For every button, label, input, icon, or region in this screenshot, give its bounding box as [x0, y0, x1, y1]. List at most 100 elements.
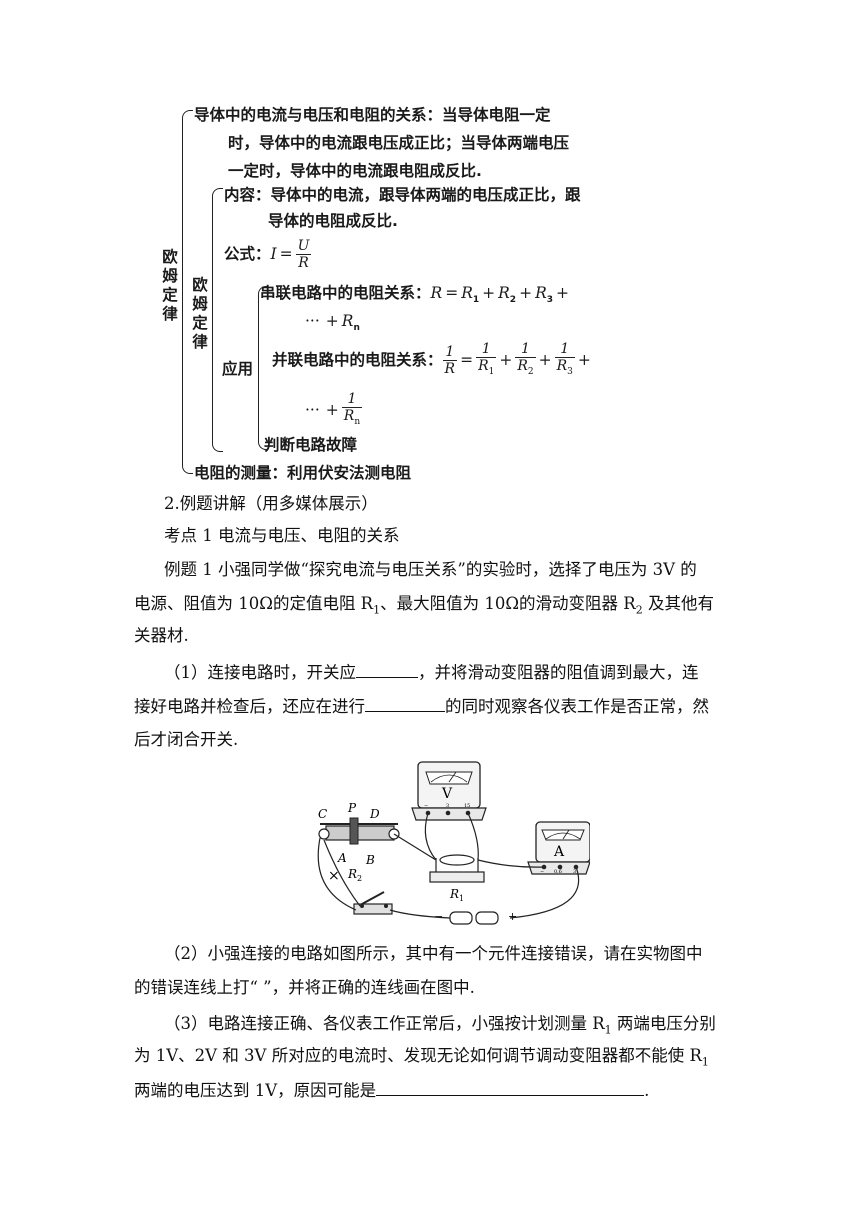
- parallel-dots: ···: [305, 401, 320, 419]
- frac-num: 1: [554, 341, 575, 359]
- text-run: 的滑动变阻器 R: [519, 594, 636, 613]
- frac-den-sub: 3: [567, 366, 573, 377]
- text-run: 的同时观察各仪表工作是否正常，然: [445, 697, 709, 716]
- relation-line-3: 一定时，导体中的电流跟电阻成反比.: [228, 162, 482, 180]
- parallel-plus-3: +: [577, 351, 591, 369]
- frac-num: 1: [341, 391, 363, 409]
- text-run: 及其他有: [642, 594, 714, 613]
- series-r2-sub: 2: [509, 295, 517, 306]
- root-label: 欧姆定律: [162, 248, 178, 323]
- frac-den: R1: [476, 358, 496, 380]
- law-label: 欧姆定律: [192, 276, 208, 351]
- application-label: 应用: [222, 360, 254, 378]
- answer-blank-check[interactable]: [365, 696, 445, 712]
- frac-num: 1: [442, 344, 458, 361]
- text-run: （3）电路连接正确、各仪表工作正常后，小强按计划测量 R: [164, 1014, 605, 1033]
- series-row: 串联电路中的电阻关系：R=R1+R2+R3+: [260, 282, 572, 311]
- frac-den-r: R: [556, 358, 568, 375]
- ammeter-label: A: [553, 844, 565, 860]
- error-mark: ×: [328, 868, 340, 884]
- text-run: Ω: [259, 594, 273, 613]
- text-run: 为 1V、2V 和 3V 所对应的电流时、发现无论如何调节调动变阻器都不能使 R: [134, 1046, 702, 1065]
- r1-label-sub: 1: [459, 894, 464, 903]
- q3-line-1: （3）电路连接正确、各仪表工作正常后，小强按计划测量 R1 两端电压分别: [164, 1014, 716, 1040]
- series-plus-1: +: [482, 284, 496, 302]
- battery-minus: −: [434, 910, 443, 923]
- frac-num: 1: [515, 341, 536, 359]
- ammeter: A − 0.6 3: [527, 821, 591, 875]
- example-line-2: 电源、阻值为 10Ω的定值电阻 R1、最大阻值为 10Ω的滑动变阻器 R2 及其…: [134, 594, 714, 620]
- frac-den: R3: [555, 358, 575, 380]
- circuit-figure: V − 3 15 A − 0.6 3 R 1: [300, 760, 591, 930]
- series-rn: R: [341, 312, 354, 330]
- series-r1-sub: 1: [472, 295, 480, 306]
- label-p: P: [347, 801, 357, 815]
- battery-plus: +: [508, 910, 517, 923]
- battery: − +: [434, 910, 517, 925]
- series-plus-4: +: [325, 312, 339, 330]
- volt-term: −: [424, 803, 428, 809]
- q3-line-2: 为 1V、2V 和 3V 所对应的电流时、发现无论如何调节调动变阻器都不能使 R…: [134, 1046, 709, 1072]
- series-plus-2: +: [519, 284, 533, 302]
- volt-term: 3: [446, 803, 449, 809]
- frac-den: R2: [515, 358, 535, 380]
- example-line-1: 例题 1 小强同学做“探究电流与电压关系”的实验时，选择了电压为 3V 的: [164, 560, 697, 579]
- subscript: 1: [701, 1055, 709, 1069]
- series-r3-sub: 3: [546, 295, 553, 306]
- parallel-plus-2: +: [538, 351, 552, 369]
- q1-line-1: （1）连接电路时，开关应 ，并将滑动变阻器的阻值调到最大，连: [164, 662, 699, 683]
- answer-blank-switch[interactable]: [356, 662, 418, 678]
- q2-line-1: （2）小强连接的电路如图所示，其中有一个元件连接错误，请在实物图中: [164, 944, 703, 963]
- text-run: 的定值电阻 R: [272, 594, 374, 613]
- q1-line-3: 后才闭合开关.: [134, 730, 239, 749]
- text-run: Ω: [505, 594, 520, 613]
- rheostat-r2: C P D A B R 2 ×: [318, 801, 400, 884]
- label-b: B: [365, 853, 375, 867]
- frac-den: R: [444, 361, 456, 377]
- amm-term: 0.6: [554, 869, 562, 875]
- series-plus-3: +: [556, 284, 569, 302]
- parallel-plus-1: +: [499, 351, 513, 369]
- text-run: 接好电路并检查后，还应在进行: [134, 697, 365, 716]
- amm-term: 3: [573, 869, 576, 875]
- series-r1: R: [461, 284, 473, 302]
- text-run: ，并将滑动变阻器的阻值调到最大，连: [418, 663, 699, 682]
- series-r2: R: [498, 284, 510, 302]
- example-line-3: 关器材.: [134, 626, 189, 645]
- frac-den-sub: 2: [527, 366, 534, 377]
- text-run: .: [644, 1081, 650, 1100]
- label-c: C: [318, 807, 327, 821]
- series-eq: =: [445, 284, 459, 302]
- parallel-label: 并联电路中的电阻关系：: [272, 351, 443, 369]
- r2-label-sub: 2: [357, 874, 362, 883]
- circuit-drawing: V − 3 15 A − 0.6 3 R 1: [317, 761, 591, 925]
- q3-line-3: 两端的电压达到 1V，原因可能是.: [134, 1080, 649, 1101]
- switch: [353, 891, 393, 915]
- q1-line-2: 接好电路并检查后，还应在进行 的同时观察各仪表工作是否正常，然: [134, 696, 709, 717]
- law-brace: [212, 188, 223, 452]
- answer-blank-reason[interactable]: [376, 1080, 645, 1096]
- series-rn-sub: n: [353, 323, 360, 334]
- formula-label: 公式：: [224, 245, 271, 263]
- formula-eq: =: [279, 245, 293, 263]
- frac-num: 1: [476, 341, 497, 359]
- r1-label: R: [449, 887, 459, 901]
- text-run: 两端的电压达到 1V，原因可能是: [134, 1081, 377, 1100]
- series-r3: R: [535, 284, 547, 302]
- section-heading: 2.例题讲解（用多媒体展示）: [164, 494, 378, 513]
- frac-den-r: R: [517, 358, 528, 375]
- text-run: （1）连接电路时，开关应: [164, 663, 356, 682]
- relation-line-1: 导体中的电流与电压和电阻的关系：当导体电阻一定: [194, 106, 551, 124]
- parallel-eq: =: [460, 351, 474, 369]
- frac-den-r: R: [478, 358, 489, 375]
- text-run: 、最大阻值为 10: [380, 594, 506, 613]
- application-brace: [258, 286, 268, 450]
- frac-den: Rn: [342, 408, 362, 430]
- label-d: D: [369, 807, 380, 821]
